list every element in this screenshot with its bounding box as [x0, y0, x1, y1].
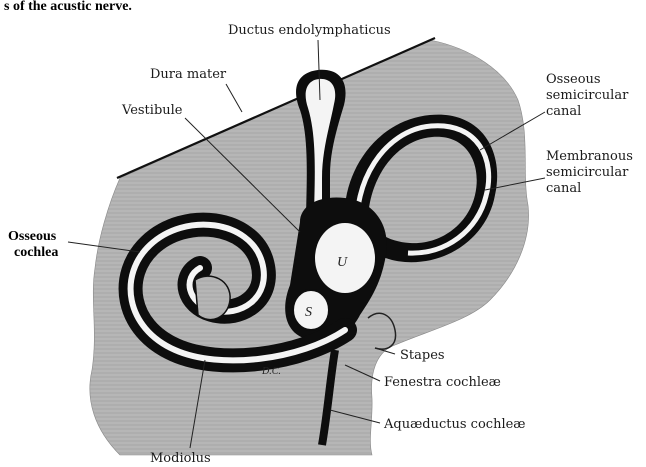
label-membranous-semicircular-1: Membranous — [546, 149, 633, 164]
label-stapes: Stapes — [400, 348, 445, 363]
caption-fragment: s of the acustic nerve. — [4, 0, 132, 14]
label-fenestra-cochleae: Fenestra cochleæ — [384, 375, 501, 390]
label-osseous-semicircular-3: canal — [546, 104, 581, 119]
saccule-label: S — [305, 305, 312, 320]
utricle-label: U — [337, 255, 348, 270]
label-aquaeductus-cochleae: Aquæductus cochleæ — [383, 417, 526, 432]
label-ductus-endolymphaticus: Ductus endolymphaticus — [228, 23, 391, 38]
label-osseous-cochlea-1: Osseous — [8, 229, 57, 244]
label-dura-mater: Dura mater — [150, 67, 227, 82]
label-vestibule: Vestibule — [121, 103, 183, 118]
label-osseous-semicircular-1: Osseous — [546, 72, 601, 87]
label-osseous-cochlea-2: cochlea — [14, 245, 58, 260]
label-membranous-semicircular-2: semicircular — [546, 165, 629, 180]
modiolus-shape — [195, 276, 230, 320]
label-osseous-semicircular-2: semicircular — [546, 88, 629, 103]
ductus-cochlearis-label: D.C. — [261, 366, 281, 377]
label-modiolus: Modiolus — [150, 451, 211, 466]
label-membranous-semicircular-3: canal — [546, 181, 581, 196]
leader-dura-mater — [226, 84, 242, 112]
